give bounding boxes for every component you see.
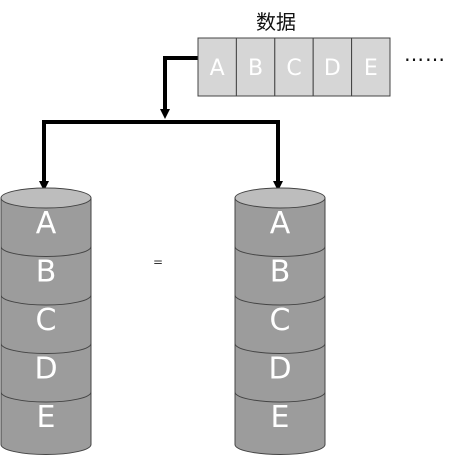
left-disk-block-a: A xyxy=(36,206,57,241)
stream-cell-a: A xyxy=(197,37,237,97)
right-disk-block-b: B xyxy=(270,255,291,290)
left-disk-block-c: C xyxy=(36,303,57,338)
stream-cell-e: E xyxy=(351,37,391,97)
data-title: 数据 xyxy=(256,10,296,34)
left-disk-top xyxy=(0,187,92,209)
right-disk-block-d: D xyxy=(268,352,291,387)
right-disk-block-c: C xyxy=(270,303,291,338)
right-disk-divider xyxy=(234,343,326,354)
right-disk-body xyxy=(234,197,326,455)
left-disk-divider xyxy=(0,391,92,403)
right-disk-block-e: E xyxy=(271,400,290,435)
right-disk-block-a: A xyxy=(270,206,291,241)
stream-cell-b: B xyxy=(235,37,276,97)
right-disk-divider xyxy=(234,391,326,403)
right-disk-divider xyxy=(234,294,326,306)
continuation-ellipsis: …… xyxy=(404,42,446,66)
connector-arrows xyxy=(39,56,283,191)
stream-cell-c: C xyxy=(274,37,314,97)
stream-cell-label: C xyxy=(286,56,301,81)
left-disk-divider xyxy=(0,343,92,354)
stream-cell-label: E xyxy=(364,56,378,81)
left-disk-divider xyxy=(0,246,92,257)
stream-cell-label: A xyxy=(210,56,225,81)
stream-cell-label: B xyxy=(248,56,263,81)
stream-cell-d: D xyxy=(312,37,353,97)
left-disk-divider xyxy=(0,294,92,306)
right-disk-divider xyxy=(234,246,326,257)
left-disk-block-d: D xyxy=(34,352,57,387)
left-disk-block-b: B xyxy=(36,255,57,290)
left-disk-body xyxy=(0,197,92,455)
stream-to-split-arrow xyxy=(160,56,198,119)
left-disk-block-e: E xyxy=(37,400,56,435)
right-disk-top xyxy=(234,187,326,209)
equals-sign: = xyxy=(153,255,164,269)
stream-cell-label: D xyxy=(324,56,341,81)
